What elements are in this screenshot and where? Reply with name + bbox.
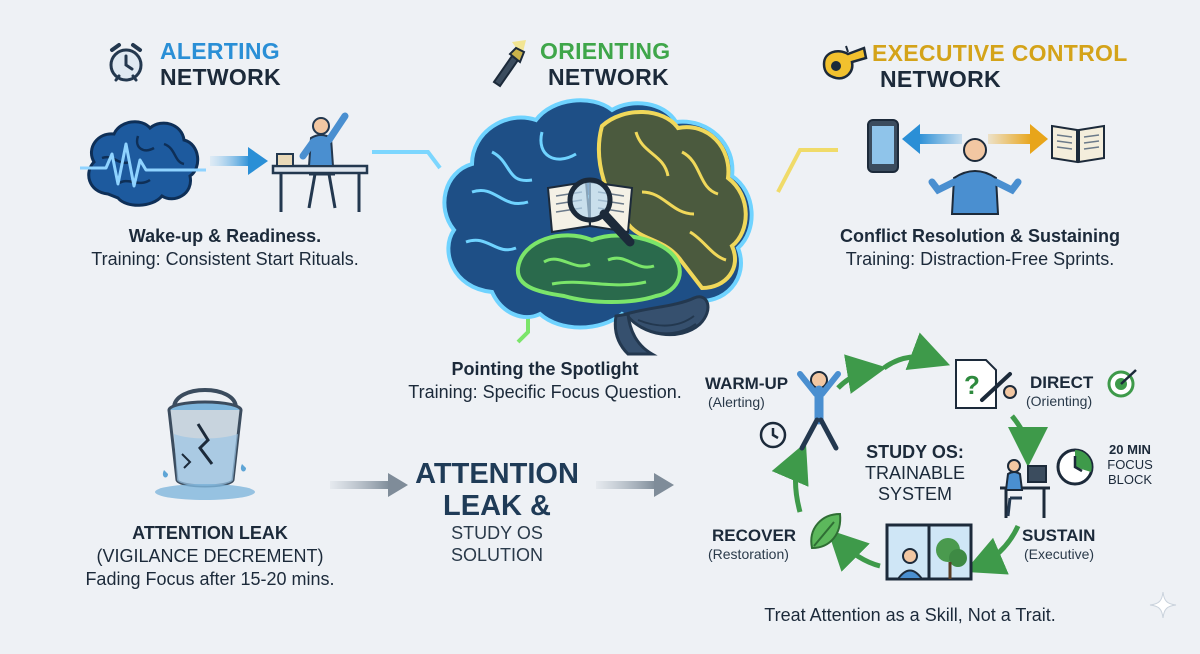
recover-sub: (Restoration) (708, 546, 789, 562)
solution-to-cycle-arrow (596, 473, 674, 497)
choice-arrows (902, 124, 1048, 154)
leaking-bucket-icon (155, 388, 255, 500)
alerting-title-line1: ALERTING (160, 38, 280, 64)
alerting-caption-bold: Wake-up & Readiness. (128, 226, 322, 246)
orienting-caption-training: Training: Specific Focus Question. (408, 382, 682, 402)
alarm-clock-icon (109, 43, 143, 82)
center-title-line1: ATTENTION (415, 458, 579, 490)
alerting-arrow (210, 147, 268, 175)
open-book-icon (1051, 124, 1105, 164)
orienting-caption-bold: Pointing the Spotlight (451, 359, 639, 379)
executive-caption: Conflict Resolution & Sustaining Trainin… (800, 225, 1160, 271)
executive-caption-training: Training: Distraction-Free Sprints. (845, 249, 1115, 269)
clock-icon (759, 421, 787, 449)
cycle-core-line3: SYSTEM (877, 484, 952, 504)
center-title-line2: LEAK & (443, 490, 551, 522)
warmup-label: WARM-UP (705, 374, 789, 393)
window-nature-icon (885, 523, 973, 581)
leak-line1: ATTENTION LEAK (132, 523, 288, 543)
leaf-icon (810, 512, 842, 550)
orienting-flashlight-icon (492, 40, 526, 88)
leak-to-solution-arrow (330, 473, 408, 497)
cycle-core-line1: STUDY OS: (866, 442, 964, 462)
cycle-core: STUDY OS: TRAINABLE SYSTEM (850, 442, 980, 505)
leak-caption: ATTENTION LEAK (VIGILANCE DECREMENT) Fad… (75, 522, 345, 591)
orienting-title-line1: ORIENTING (540, 38, 671, 64)
recover-label: RECOVER (712, 526, 797, 545)
svg-text:?: ? (964, 370, 980, 400)
leak-line2: (VIGILANCE DECREMENT) (96, 546, 324, 566)
focus-block-label: 20 MIN FOCUS BLOCK (1102, 442, 1158, 487)
focus-block-line1: 20 MIN (1109, 442, 1151, 457)
sparkle-icon (1149, 591, 1177, 619)
focus-block-line3: BLOCK (1107, 472, 1153, 487)
sustain-label: SUSTAIN (1022, 526, 1096, 545)
executive-title-line1: EXECUTIVE CONTROL (872, 40, 1128, 66)
center-title-line3: STUDY OS (451, 523, 543, 543)
center-title-line4: SOLUTION (450, 545, 543, 565)
phone-icon (867, 119, 899, 173)
focus-block-line2: FOCUS (1107, 457, 1153, 472)
direct-sub: (Orienting) (1026, 393, 1093, 409)
sustain-sub: (Executive) (1024, 546, 1095, 562)
center-title: ATTENTION LEAK & STUDY OS SOLUTION (402, 458, 592, 566)
question-note-icon: ? (955, 359, 1017, 409)
magnifier-book-icon (546, 177, 635, 247)
warmup-figure-icon (797, 371, 841, 451)
alerting-caption-training: Training: Consistent Start Rituals. (91, 249, 359, 269)
cycle-core-line2: TRAINABLE (864, 463, 966, 483)
pulse-brain-icon (80, 120, 206, 207)
leak-line3: Fading Focus after 15-20 mins. (85, 569, 335, 589)
alerting-title-line2: NETWORK (160, 64, 281, 90)
target-icon (1107, 369, 1137, 398)
executive-caption-bold: Conflict Resolution & Sustaining (840, 226, 1120, 246)
orienting-title-line2: NETWORK (548, 64, 669, 90)
person-shrug-icon (928, 138, 1022, 215)
person-at-desk-icon (271, 112, 369, 212)
whistle-icon (822, 45, 868, 80)
executive-title-line2: NETWORK (880, 66, 1001, 92)
orienting-caption: Pointing the Spotlight Training: Specifi… (360, 358, 730, 404)
direct-label: DIRECT (1030, 373, 1094, 392)
warmup-sub: (Alerting) (708, 394, 765, 410)
cycle-footer: Treat Attention as a Skill, Not a Trait. (764, 605, 1056, 625)
desk-worker-icon (1000, 459, 1050, 518)
alerting-caption: Wake-up & Readiness. Training: Consisten… (60, 225, 390, 271)
timer-icon (1056, 448, 1094, 486)
alerting-network-section: ALERTING NETWORK Wake-up & Readiness. Tr… (60, 30, 390, 280)
